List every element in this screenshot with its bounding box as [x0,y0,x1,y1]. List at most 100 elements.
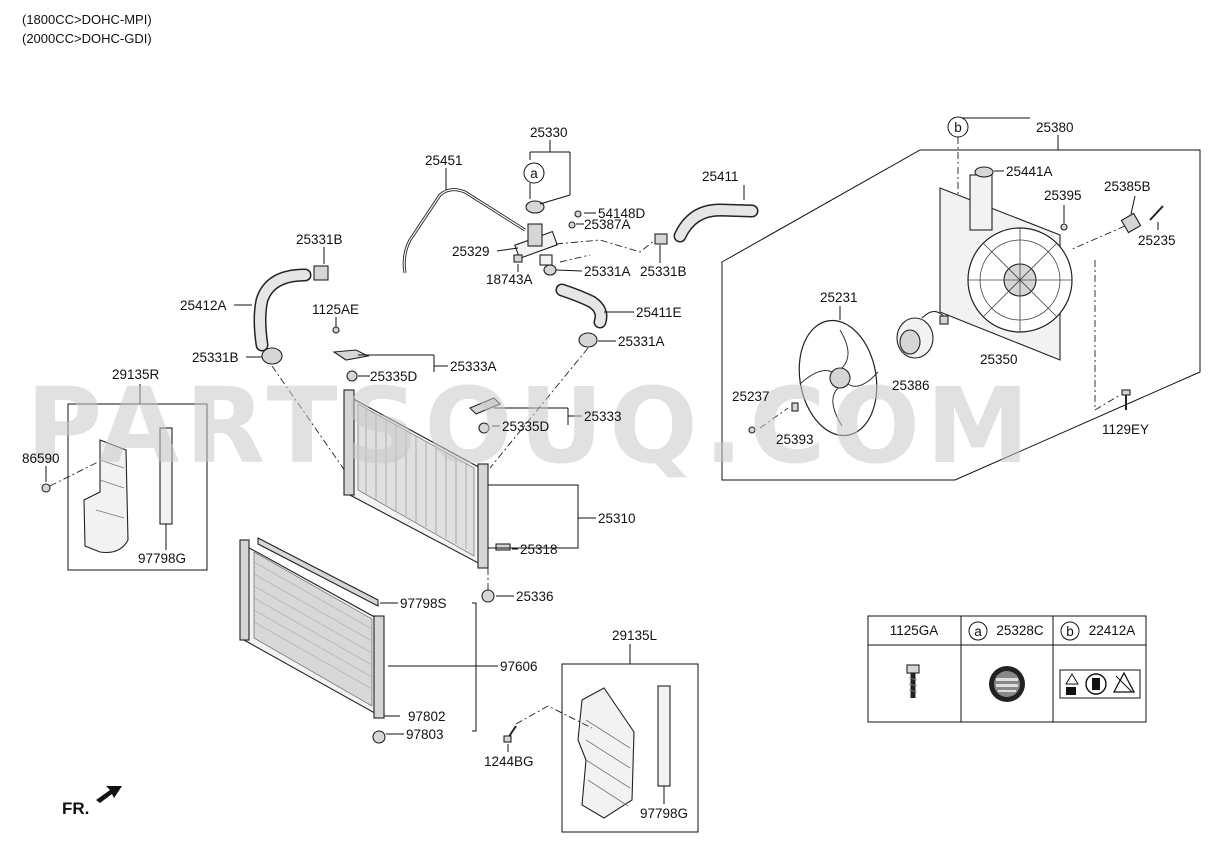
label-25231: 25231 [820,290,858,305]
clamp-25331B-mid[interactable] [261,347,283,365]
label-25350: 25350 [980,352,1018,367]
label-25318: 25318 [520,542,558,557]
label-25451: 25451 [425,153,463,168]
clamp-25331A-top[interactable] [543,264,557,276]
front-marker: FR. [62,799,89,818]
box-29135R [67,403,208,571]
hose-25451[interactable] [402,188,526,274]
hose-25412A[interactable] [253,268,312,352]
label-29135L: 29135L [612,628,658,643]
label-97803: 97803 [406,727,444,742]
label-25395: 25395 [1044,188,1082,203]
fan-blade-25231[interactable] [791,314,886,441]
filler-neck-25329[interactable] [514,200,558,266]
label-29135R: 29135R [112,367,160,382]
label-1125AE: 1125AE [312,302,359,317]
label-97798G-left: 97798G [138,551,186,566]
label-25333A: 25333A [450,359,497,374]
label-25331A-mid: 25331A [618,334,665,349]
label-25330: 25330 [530,125,568,140]
bracket-25333[interactable] [469,397,501,415]
label-97802: 97802 [408,709,446,724]
legend-22412A: 22412A [1089,623,1136,638]
condenser-97606[interactable] [239,539,385,719]
svg-text:b: b [954,120,962,135]
label-97798S: 97798S [400,596,447,611]
label-25333: 25333 [584,409,622,424]
bolt-1129EY[interactable] [1121,389,1131,410]
connector-25385B[interactable] [1120,195,1142,234]
clamp-25331B-top[interactable] [654,233,668,245]
washer-25393[interactable] [791,402,799,412]
label-25380: 25380 [1036,120,1074,135]
legend-marker-b [1060,621,1080,641]
engine-variant-2: (2000CC>DOHC-GDI) [22,31,152,46]
front-arrow-icon [96,786,122,803]
plug-25336[interactable] [481,589,495,603]
caution-label-22412A-icon [1059,669,1141,699]
bracket-18743A[interactable] [513,254,523,263]
label-25386: 25386 [892,378,930,393]
legend-marker-a [968,621,988,641]
radiator-25310[interactable] [343,389,489,569]
screw-86590[interactable] [41,483,51,493]
label-25393: 25393 [776,432,814,447]
svg-text:a: a [530,166,538,181]
label-25310: 25310 [598,511,636,526]
label-54148D: 54148D [598,206,646,221]
label-25235: 25235 [1138,233,1176,248]
bolt-1125AE[interactable] [332,326,340,334]
label-97798G-bottom: 97798G [640,806,688,821]
nut-25237[interactable] [748,426,756,434]
legend-25328C: 25328C [996,623,1044,638]
label-sticker-25328C-icon [989,666,1025,702]
clip-25387A[interactable] [568,221,576,229]
screw-25235[interactable] [1149,205,1164,230]
label-25331A-top: 25331A [584,264,631,279]
callout-b [947,116,969,138]
label-25336: 25336 [516,589,554,604]
fan-shroud-25350[interactable] [939,174,1073,361]
nut-97803[interactable] [372,730,386,744]
insulator-25335D-mid[interactable] [478,422,490,434]
bolt-1125GA-icon [906,664,920,698]
seal-97798G-bottom[interactable] [657,685,671,787]
fan-assembly-frame [721,149,1201,481]
label-18743A: 18743A [486,272,533,287]
label-25237: 25237 [732,389,770,404]
label-25387A: 25387A [584,217,631,232]
engine-variant-1: (1800CC>DOHC-MPI) [22,12,152,27]
svg-text:b: b [1066,624,1074,639]
air-guard-29135R[interactable] [83,439,129,554]
callout-a [523,162,545,184]
label-25411: 25411 [702,169,739,184]
hose-25411E[interactable] [555,283,608,329]
clamp-25331A-mid[interactable] [578,332,598,348]
legend-1125GA: 1125GA [890,623,939,638]
seal-97798S[interactable] [257,537,379,607]
fan-motor-25386[interactable] [896,311,949,359]
clip-25395[interactable] [1060,223,1068,231]
nut-54148D[interactable] [574,210,582,218]
cap-25441A[interactable] [974,166,994,178]
label-25411E: 25411E [636,305,682,320]
svg-text:a: a [974,624,982,639]
label-25335D-1: 25335D [370,369,418,384]
insulator-25335D-top[interactable] [346,370,358,382]
label-86590: 86590 [22,451,60,466]
clamp-25331B-left[interactable] [313,265,329,281]
label-25329: 25329 [452,244,490,259]
label-25335D-2: 25335D [502,419,550,434]
bracket-25333A[interactable] [332,349,370,361]
label-1244BG: 1244BG [484,754,534,769]
label-97606: 97606 [500,659,538,674]
watermark: PARTSOUQ.COM [26,365,1035,487]
hose-25411[interactable] [673,203,759,243]
drain-25318[interactable] [495,543,511,551]
label-25331B-top: 25331B [640,264,687,279]
air-guard-29135L[interactable] [577,687,635,819]
label-25441A: 25441A [1006,164,1053,179]
label-25385B: 25385B [1104,179,1151,194]
bolt-1244BG[interactable] [503,725,517,743]
